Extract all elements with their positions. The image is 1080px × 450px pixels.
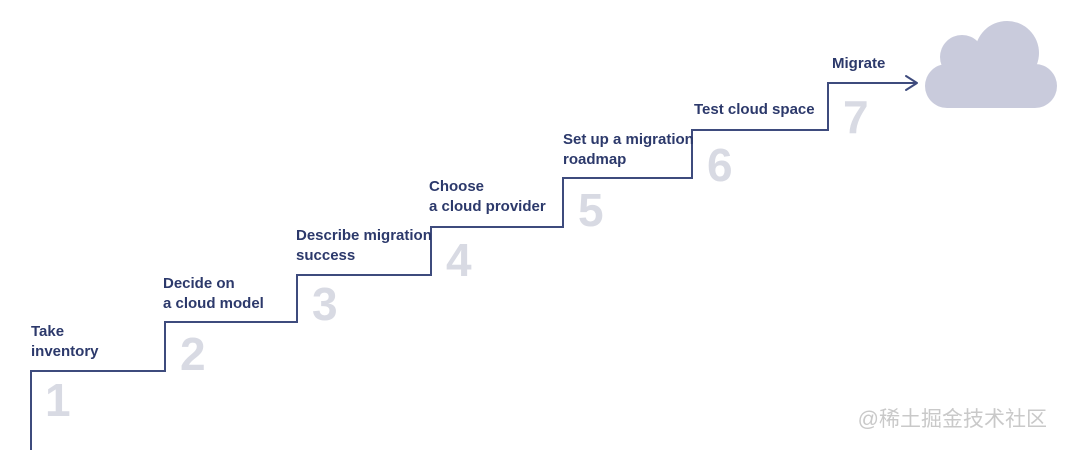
step-label-line: a cloud provider xyxy=(429,198,546,215)
step-1-number: 1 xyxy=(45,374,71,426)
step-6-number: 6 xyxy=(707,139,733,191)
step-5-number: 5 xyxy=(578,184,604,236)
step-label-line: inventory xyxy=(31,343,99,360)
step-4-label: Choose a cloud provider xyxy=(429,177,546,217)
step-label-line: success xyxy=(296,247,356,264)
step-5-label: Set up a migration roadmap xyxy=(563,130,694,170)
step-3-label: Describe migration success xyxy=(296,226,432,266)
step-label-line: a cloud model xyxy=(163,295,264,312)
step-label-line: Migrate xyxy=(832,55,886,72)
step-2-number: 2 xyxy=(180,328,206,380)
step-label-line: Take xyxy=(31,323,65,340)
step-label-line: Set up a migration xyxy=(563,131,694,148)
step-6-label: Test cloud space xyxy=(694,100,815,120)
step-2-label: Decide on a cloud model xyxy=(163,274,264,314)
step-label-line: Choose xyxy=(429,178,485,195)
step-label-line: roadmap xyxy=(563,151,627,168)
step-7-label: Migrate xyxy=(832,54,885,74)
arrow-right-icon xyxy=(905,75,918,91)
step-label-line: Describe migration xyxy=(296,227,432,244)
step-1-label: Take inventory xyxy=(31,322,99,362)
watermark: @稀土掘金技术社区 xyxy=(857,408,1047,431)
step-4-number: 4 xyxy=(446,234,472,286)
cloud-icon xyxy=(925,21,1057,108)
step-7-number: 7 xyxy=(843,91,869,143)
step-label-line: Test cloud space xyxy=(694,101,815,118)
step-label-line: Decide on xyxy=(163,275,235,292)
step-3-number: 3 xyxy=(312,278,338,330)
stair-step-line xyxy=(30,82,916,450)
